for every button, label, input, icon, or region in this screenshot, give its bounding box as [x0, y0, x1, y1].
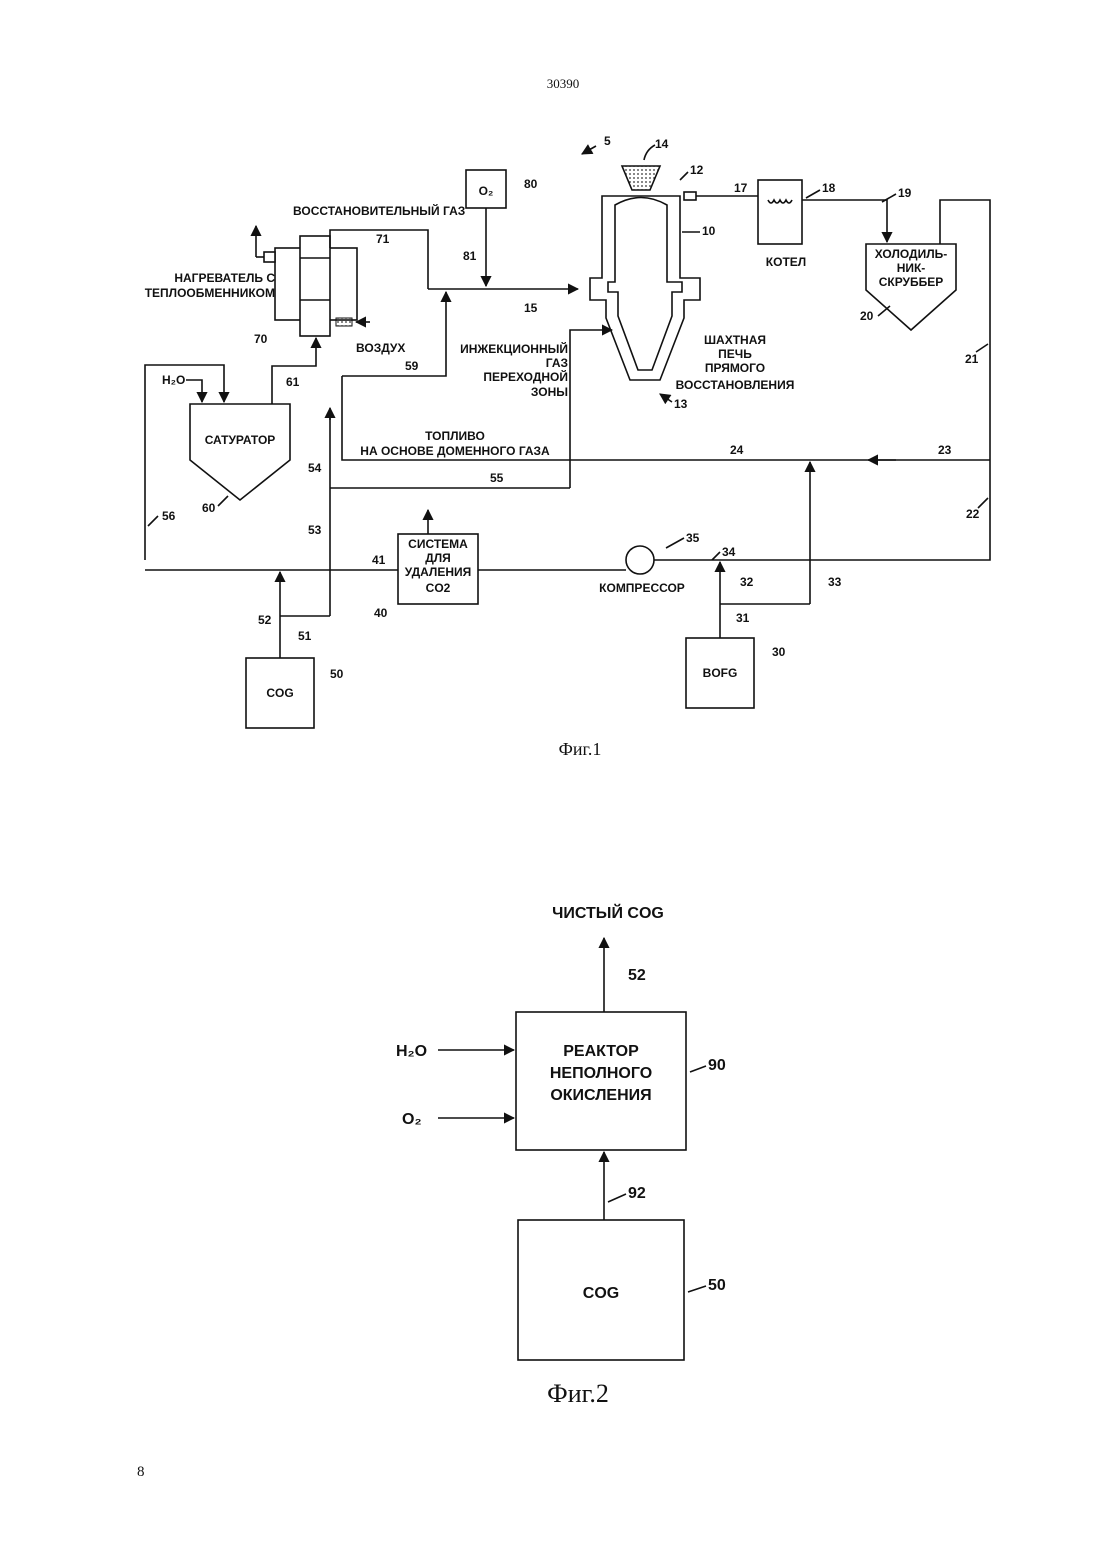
- ref-14: 14: [655, 137, 669, 151]
- reactor-label-2: НЕПОЛНОГО: [550, 1065, 652, 1082]
- ref-56: 56: [162, 509, 176, 523]
- ref-24: 24: [730, 443, 744, 457]
- ref-34: 34: [722, 545, 736, 559]
- ref-70: 70: [254, 332, 268, 346]
- ref-20: 20: [860, 309, 874, 323]
- ref-92: 92: [628, 1185, 646, 1202]
- ref-50-fig1: 50: [330, 667, 344, 681]
- cog-label-fig1: COG: [266, 686, 293, 700]
- boiler-label: КОТЕЛ: [766, 255, 806, 269]
- page-number: 8: [137, 1464, 145, 1480]
- saturator-label: САТУРАТОР: [205, 433, 276, 447]
- ref-32: 32: [740, 575, 754, 589]
- ref-31: 31: [736, 611, 750, 625]
- furnace-label-4: ВОССТАНОВЛЕНИЯ: [676, 378, 795, 392]
- ref-81: 81: [463, 249, 477, 263]
- ref-41: 41: [372, 553, 386, 567]
- h2o-label-fig2: H₂O: [396, 1043, 427, 1060]
- ref-35: 35: [686, 531, 700, 545]
- figure-2: ЧИСТЫЙ COG 52 РЕАКТОР НЕПОЛНОГО ОКИСЛЕНИ…: [396, 903, 726, 1408]
- ref-60: 60: [202, 501, 216, 515]
- co2-label-1: СИСТЕМА: [408, 537, 468, 551]
- co2-label-3: УДАЛЕНИЯ: [405, 565, 472, 579]
- ref-22: 22: [966, 507, 980, 521]
- ref-23: 23: [938, 443, 952, 457]
- ref-52-fig1: 52: [258, 613, 272, 627]
- figure-1: НАГРЕВАТЕЛЬ С ТЕПЛООБМЕННИКОМ 70 ВОЗДУХ …: [145, 134, 990, 759]
- injection-label-2: ГАЗ: [546, 356, 568, 370]
- injection-label-3: ПЕРЕХОДНОЙ: [483, 369, 568, 384]
- ref-18: 18: [822, 181, 836, 195]
- compressor-icon: [626, 546, 654, 574]
- ref-90: 90: [708, 1057, 726, 1074]
- bofg-label: BOFG: [703, 666, 738, 680]
- ref-53: 53: [308, 523, 322, 537]
- ref-13: 13: [674, 397, 688, 411]
- h2o-label-fig1: H₂O: [162, 373, 185, 387]
- burner-icon: [336, 318, 352, 326]
- boiler-box: [758, 180, 802, 244]
- heater-label-1: НАГРЕВАТЕЛЬ С: [174, 271, 275, 285]
- ref-17: 17: [734, 181, 748, 195]
- ref-40: 40: [374, 606, 388, 620]
- o2-label-fig2: O₂: [402, 1111, 422, 1128]
- figure-1-caption: Фиг.1: [559, 739, 602, 759]
- ref-33: 33: [828, 575, 842, 589]
- clean-cog-label: ЧИСТЫЙ COG: [552, 903, 664, 922]
- cooler-label-1: ХОЛОДИЛЬ-: [875, 247, 948, 261]
- compressor-label: КОМПРЕССОР: [599, 581, 685, 595]
- oxygen-label: O₂: [479, 184, 494, 198]
- heater-core: [300, 236, 330, 336]
- reactor-label-1: РЕАКТОР: [563, 1043, 639, 1060]
- fuel-label-1: ТОПЛИВО: [425, 429, 485, 443]
- shaft-furnace: [590, 166, 700, 380]
- injection-label-1: ИНЖЕКЦИОННЫЙ: [460, 341, 568, 356]
- cog-label-fig2: COG: [583, 1285, 619, 1302]
- ref-50-fig2: 50: [708, 1277, 726, 1294]
- ref-55: 55: [490, 471, 504, 485]
- feed-hopper-icon: [622, 166, 660, 190]
- cooler-label-2: НИК-: [897, 261, 926, 275]
- line-19: [802, 200, 887, 242]
- heater-label-2: ТЕПЛООБМЕННИКОМ: [145, 286, 275, 300]
- ref-80: 80: [524, 177, 538, 191]
- page-header-number: 30390: [547, 76, 580, 91]
- figure-2-caption: Фиг.2: [547, 1379, 609, 1408]
- saturator: [190, 404, 290, 500]
- ref-51: 51: [298, 629, 312, 643]
- reducing-gas-label: ВОССТАНОВИТЕЛЬНЫЙ ГАЗ: [293, 203, 465, 218]
- ref-54: 54: [308, 461, 322, 475]
- line-55-injection: [570, 330, 612, 488]
- air-label: ВОЗДУХ: [356, 341, 405, 355]
- co2-label-2: ДЛЯ: [425, 551, 451, 565]
- ref-61: 61: [286, 375, 300, 389]
- ref-5: 5: [604, 134, 611, 148]
- h2o-arrow-fig1: [186, 380, 202, 402]
- furnace-label-1: ШАХТНАЯ: [704, 333, 766, 347]
- ref-59: 59: [405, 359, 419, 373]
- cooler-label-3: СКРУББЕР: [879, 275, 944, 289]
- ref-52-fig2: 52: [628, 967, 646, 984]
- co2-label-4: CO2: [426, 581, 451, 595]
- reactor-label-3: ОКИСЛЕНИЯ: [550, 1087, 651, 1104]
- ref-19: 19: [898, 186, 912, 200]
- furnace-label-3: ПРЯМОГО: [705, 361, 765, 375]
- ref-10: 10: [702, 224, 716, 238]
- furnace-outer-wall: [590, 196, 700, 380]
- fuel-label-2: НА ОСНОВЕ ДОМЕННОГО ГАЗА: [360, 444, 550, 458]
- injection-label-4: ЗОНЫ: [531, 385, 568, 399]
- ref-71: 71: [376, 232, 390, 246]
- ref-21: 21: [965, 352, 979, 366]
- furnace-label-2: ПЕЧЬ: [718, 347, 752, 361]
- line-61: [272, 338, 316, 404]
- ref-15: 15: [524, 301, 538, 315]
- ref-30: 30: [772, 645, 786, 659]
- ref-12: 12: [690, 163, 704, 177]
- furnace-inner-wall: [608, 198, 682, 371]
